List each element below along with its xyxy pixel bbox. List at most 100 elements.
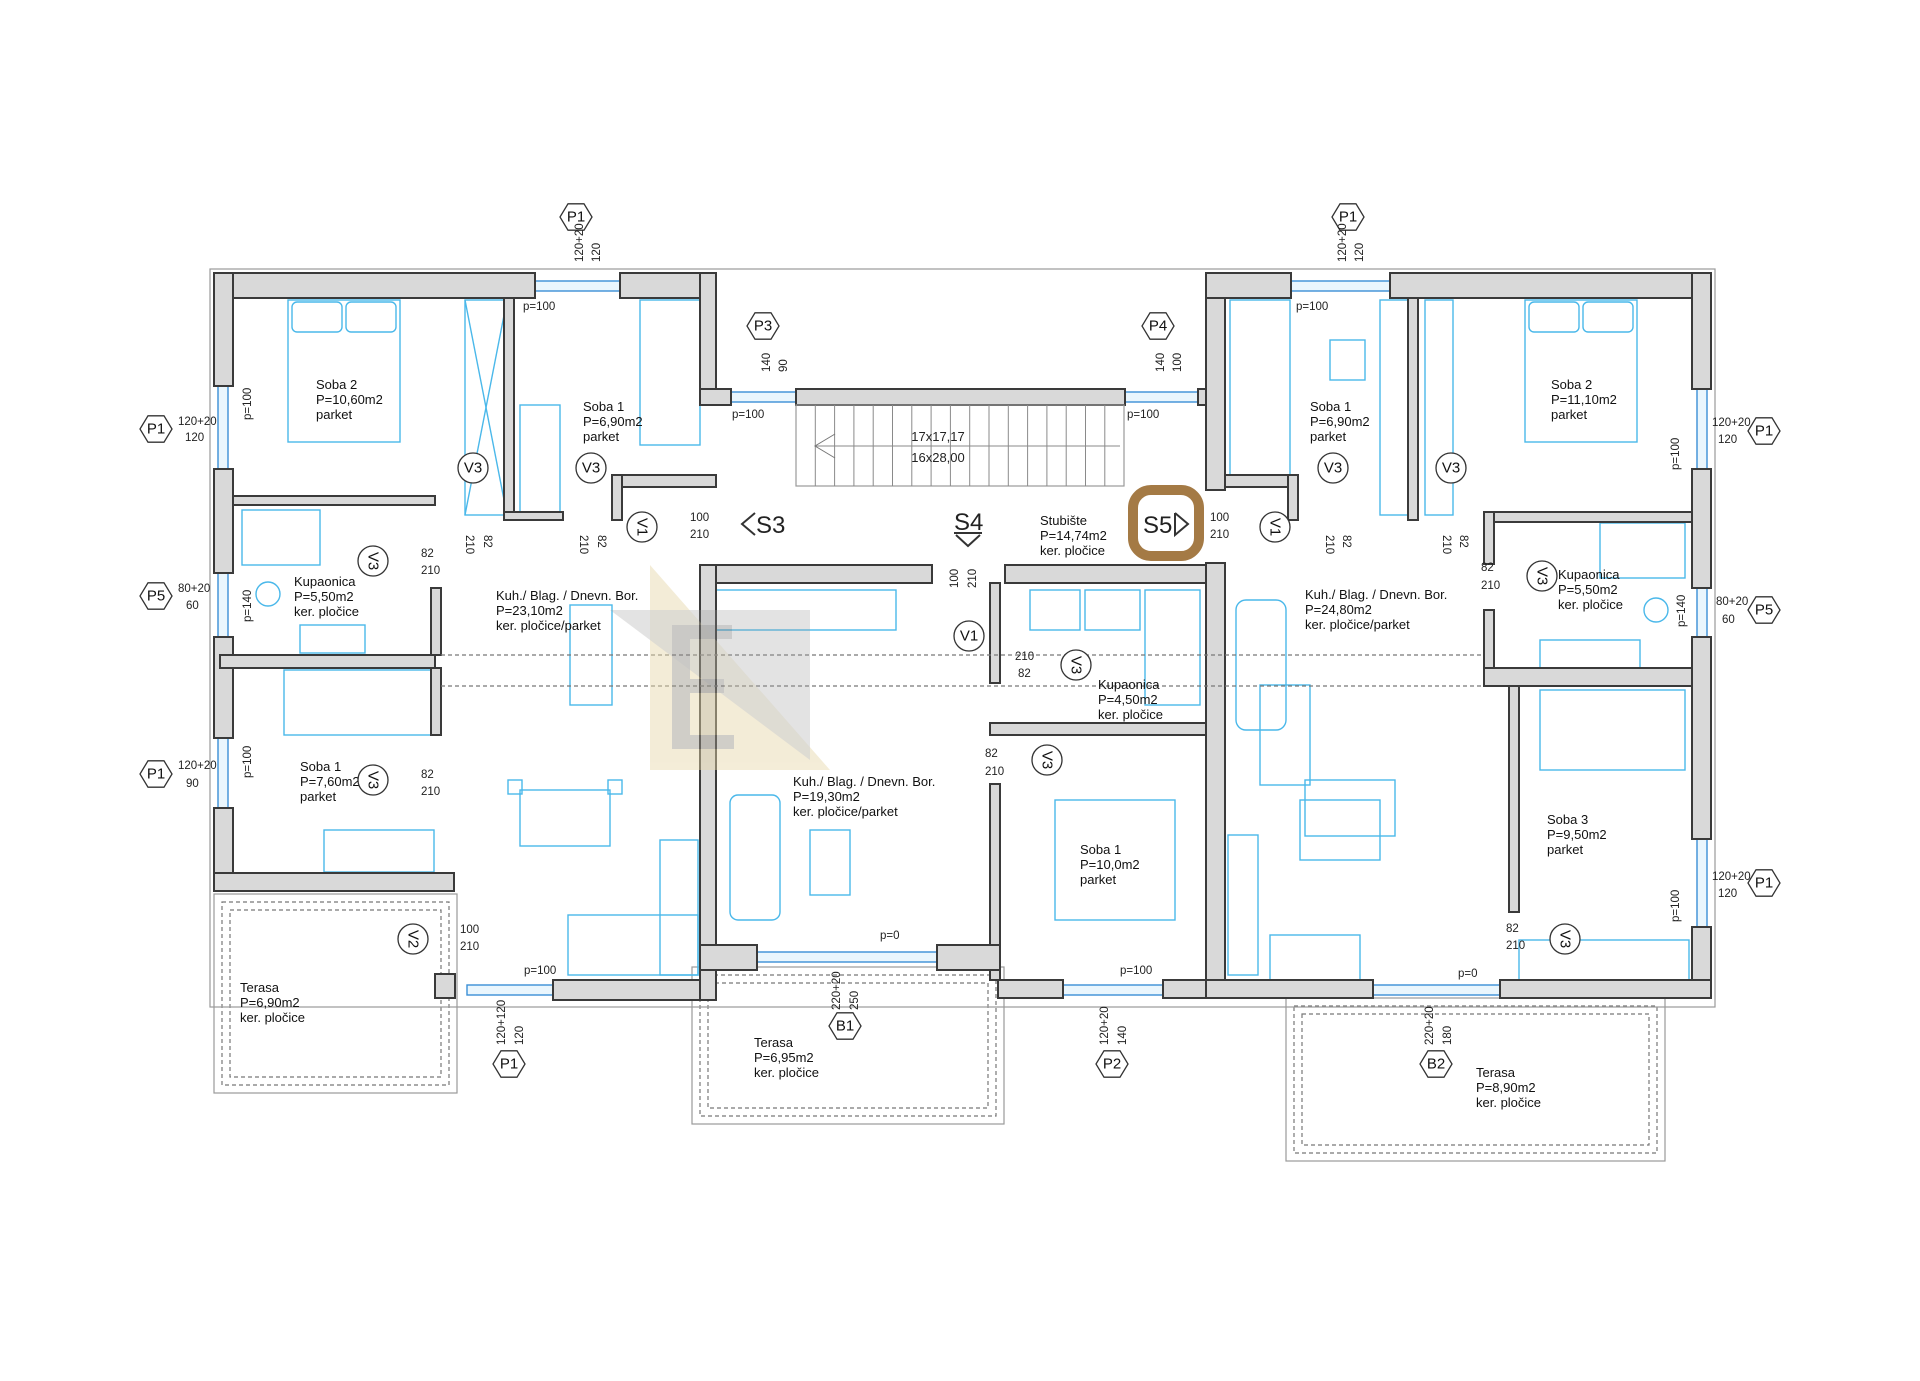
- dimension-label: 82: [421, 769, 434, 781]
- circle-icon: [457, 452, 489, 484]
- door-tag-label: V3: [365, 771, 382, 789]
- stair-run: 16x28,00: [911, 450, 965, 465]
- dimension-label: 100: [460, 924, 479, 936]
- window-tag: B2: [1419, 1050, 1453, 1078]
- door-tag-label: V2: [405, 930, 422, 948]
- window-tag: P5: [139, 582, 173, 610]
- dimension-label: p=100: [524, 965, 556, 977]
- room-area: P=10,60m2: [316, 392, 383, 407]
- hexagon-icon: [746, 312, 780, 340]
- circle-icon: [357, 545, 389, 577]
- section-mark-s5-highlighted[interactable]: S5: [1128, 485, 1204, 561]
- dimension-label: 210: [985, 766, 1004, 778]
- dimension-label: 80+20: [178, 583, 210, 595]
- dimension-label: p=100: [1120, 965, 1152, 977]
- door-tag: V3: [457, 452, 489, 484]
- window-tag: P1: [559, 203, 593, 231]
- staircase: 17x17,17 16x28,00: [795, 404, 1125, 487]
- room-area: P=6,95m2: [754, 1050, 814, 1065]
- dimension-label: 140: [1117, 1026, 1129, 1045]
- circle-icon: [1031, 744, 1063, 776]
- window-tag: P1: [1747, 417, 1781, 445]
- dimension-label: 120+20: [574, 223, 586, 262]
- dimension-label: 100: [1172, 353, 1184, 372]
- room-area: P=23,10m2: [496, 603, 563, 618]
- svg-text:S5: S5: [1143, 512, 1172, 539]
- window-tag-label: P1: [567, 209, 585, 226]
- dimension-label: 120: [591, 243, 603, 262]
- dimension-label: 82: [481, 535, 493, 548]
- circle-icon: [397, 923, 429, 955]
- dimension-label: 120+120: [496, 1000, 508, 1045]
- window-tag: P1: [139, 760, 173, 788]
- room-area: P=6,90m2: [1310, 414, 1370, 429]
- dimension-label: 120: [1354, 243, 1366, 262]
- dimension-label: p=100: [1670, 890, 1682, 922]
- circle-icon: [575, 452, 607, 484]
- hexagon-icon: [1141, 312, 1175, 340]
- room-name: Kuh./ Blag. / Dnevn. Bor.: [1305, 587, 1447, 602]
- room-name: Terasa: [240, 980, 280, 995]
- door-tag-label: V3: [1324, 460, 1342, 477]
- room-area: P=8,90m2: [1476, 1080, 1536, 1095]
- room-name: Terasa: [754, 1035, 794, 1050]
- room-floor: ker. pločice: [294, 604, 359, 619]
- room-floor: ker. pločice: [754, 1065, 819, 1080]
- circle-icon: [1526, 560, 1558, 592]
- door-tag: V3: [1060, 649, 1092, 681]
- dimension-label: 210: [460, 941, 479, 953]
- window-tag-label: P1: [500, 1056, 518, 1073]
- door-tag-label: V3: [1534, 567, 1551, 585]
- hexagon-icon: [139, 760, 173, 788]
- room-area: P=6,90m2: [583, 414, 643, 429]
- room-name: Soba 2: [316, 377, 357, 392]
- room-name: Soba 1: [1080, 842, 1121, 857]
- door-tag-label: V3: [1557, 930, 1574, 948]
- door-tag: V3: [1526, 560, 1558, 592]
- svg-text:S4: S4: [954, 509, 983, 536]
- door-tag-label: V3: [582, 460, 600, 477]
- dimension-label: 60: [186, 600, 199, 612]
- room-name: Kuh./ Blag. / Dnevn. Bor.: [793, 774, 935, 789]
- dimension-label: 60: [1722, 614, 1735, 626]
- door-tag-label: V1: [634, 518, 651, 536]
- room-name: Kupaonica: [1098, 677, 1160, 692]
- room-area: P=24,80m2: [1305, 602, 1372, 617]
- dimension-label: 82: [1340, 535, 1352, 548]
- dimension-label: 180: [1442, 1026, 1454, 1045]
- dimension-label: 210: [690, 529, 709, 541]
- dimension-label: 120: [1718, 434, 1737, 446]
- dimension-label: 82: [1018, 668, 1031, 680]
- dimension-label: 120+20: [1337, 223, 1349, 262]
- dimension-label: 120: [514, 1026, 526, 1045]
- room-floor: ker. pločice: [240, 1010, 305, 1025]
- room-area: P=5,50m2: [1558, 582, 1618, 597]
- stairwell-name: Stubište: [1040, 513, 1087, 528]
- dimension-label: 210: [1481, 580, 1500, 592]
- room-area: P=19,30m2: [793, 789, 860, 804]
- window-tag-label: P5: [147, 588, 165, 605]
- dimension-label: 210: [967, 569, 979, 588]
- terraces: [209, 268, 1716, 1162]
- dimension-label: 210: [1015, 651, 1034, 663]
- dimension-label: 120+20: [1099, 1006, 1111, 1045]
- door-tag: V1: [626, 511, 658, 543]
- room-floor: ker. pločice/parket: [496, 618, 601, 633]
- walls: [213, 272, 1712, 1001]
- door-tag: V1: [1259, 511, 1291, 543]
- room-area: P=11,10m2: [1551, 392, 1617, 407]
- room-area: P=7,60m2: [300, 774, 360, 789]
- window-tag: P5: [1747, 596, 1781, 624]
- door-tag-label: V3: [1068, 656, 1085, 674]
- circle-icon: [1060, 649, 1092, 681]
- dimension-label: p=140: [1676, 595, 1688, 627]
- window-tag: P1: [139, 415, 173, 443]
- room-floor: ker. pločice/parket: [1305, 617, 1410, 632]
- door-tag-label: V3: [365, 552, 382, 570]
